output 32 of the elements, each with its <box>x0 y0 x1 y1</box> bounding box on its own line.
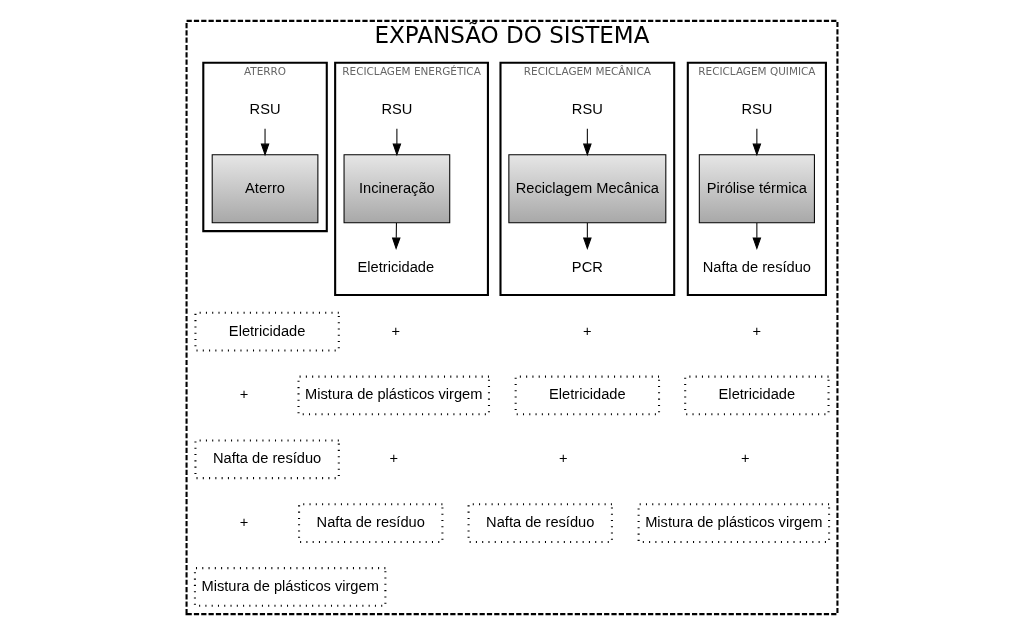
node-box: Mistura de plásticos virgem <box>193 567 387 607</box>
arrow <box>260 128 270 157</box>
label: + <box>239 514 249 530</box>
node-text: RSU <box>741 100 773 117</box>
node-box: Reciclagem Mecânica <box>508 154 667 224</box>
node-box: Eletricidade <box>684 375 830 416</box>
label: + <box>741 450 750 467</box>
node-box: Aterro <box>211 154 319 224</box>
label: + <box>558 450 568 467</box>
node-text: PCR <box>571 258 603 275</box>
node-box: Eletricidade <box>514 375 661 416</box>
node-box: Nafta de resíduo <box>298 503 444 543</box>
node-box: Eletricidade <box>194 311 340 352</box>
label: + <box>389 450 399 467</box>
label: + <box>391 322 401 339</box>
arrow <box>752 128 762 157</box>
node-text: RSU <box>381 100 413 117</box>
node-box: Pirólise térmica <box>698 154 815 224</box>
node-text: RSU <box>571 100 603 117</box>
node-text: RSU <box>249 100 281 117</box>
node-box: Mistura de plásticos virgem <box>637 503 831 543</box>
arrow <box>752 222 762 251</box>
node-box: Mistura de plásticos virgem <box>297 375 491 416</box>
label: + <box>752 322 762 339</box>
node-box: Nafta de resíduo <box>194 439 340 480</box>
label: + <box>239 386 249 403</box>
node-box: Nafta de resíduo <box>467 503 613 543</box>
arrow <box>392 128 402 157</box>
label: + <box>583 322 592 339</box>
node-text: Nafta de resíduo <box>702 258 811 275</box>
node-box: Incineração <box>343 154 451 224</box>
node-text: Eletricidade <box>357 258 435 275</box>
